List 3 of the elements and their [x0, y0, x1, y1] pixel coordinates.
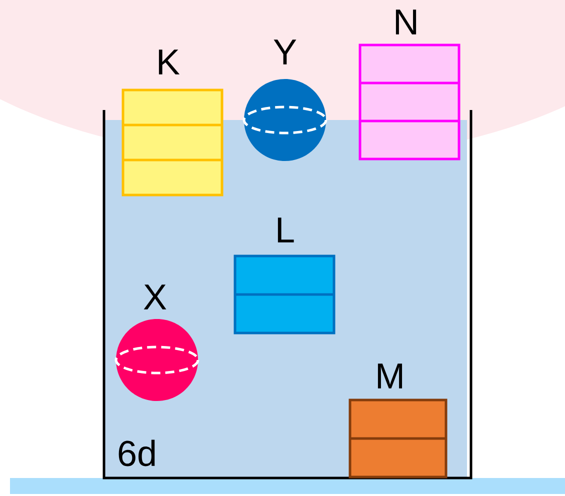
object-label: Y [274, 40, 296, 64]
object-label: K [158, 50, 180, 74]
object-label: N [396, 10, 416, 34]
